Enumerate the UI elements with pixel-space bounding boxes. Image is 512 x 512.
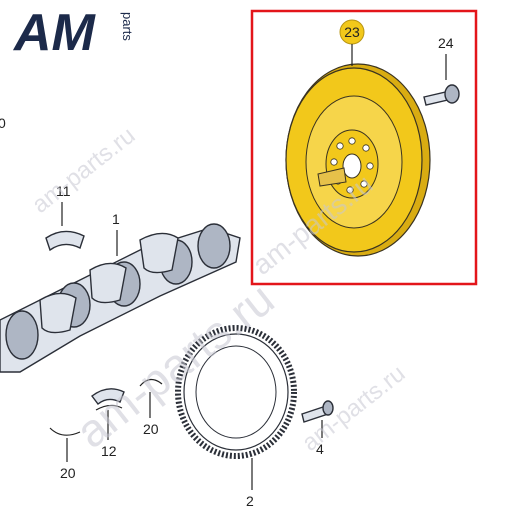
callout-20-left-label: 20	[60, 465, 76, 481]
half-washer-20-left: 20	[49, 427, 81, 481]
bolt-4: 4	[301, 400, 334, 457]
callout-20-right-label: 20	[143, 421, 159, 437]
callout-4-label: 4	[316, 441, 324, 457]
flywheel-23	[285, 63, 431, 257]
thrust-washer-12: 12	[91, 388, 125, 459]
brand-logo-main: AM	[12, 4, 97, 62]
callout-23: 23	[339, 19, 365, 66]
callout-1-label: 1	[112, 211, 120, 227]
brand-logo: AM parts	[12, 4, 135, 62]
watermark: am-parts.ru	[297, 360, 410, 457]
callout-2-label: 2	[246, 493, 254, 509]
callout-24-label: 24	[438, 35, 454, 51]
ring-gear-2: 2	[175, 325, 297, 509]
highlight-frame	[250, 9, 478, 286]
bolt-24: 24	[423, 35, 460, 106]
callout-11-label: 11	[56, 183, 71, 199]
bearing-shell-11: 11	[45, 183, 85, 252]
brand-logo-sub: parts	[120, 12, 135, 41]
callout-12-label: 12	[101, 443, 117, 459]
crankshaft-1: 1	[0, 211, 241, 373]
half-washer-20-right: 20	[139, 378, 163, 437]
callout-0: 0	[0, 115, 6, 131]
watermark: am-parts.ru	[27, 122, 140, 219]
callout-23-label: 23	[344, 24, 360, 40]
